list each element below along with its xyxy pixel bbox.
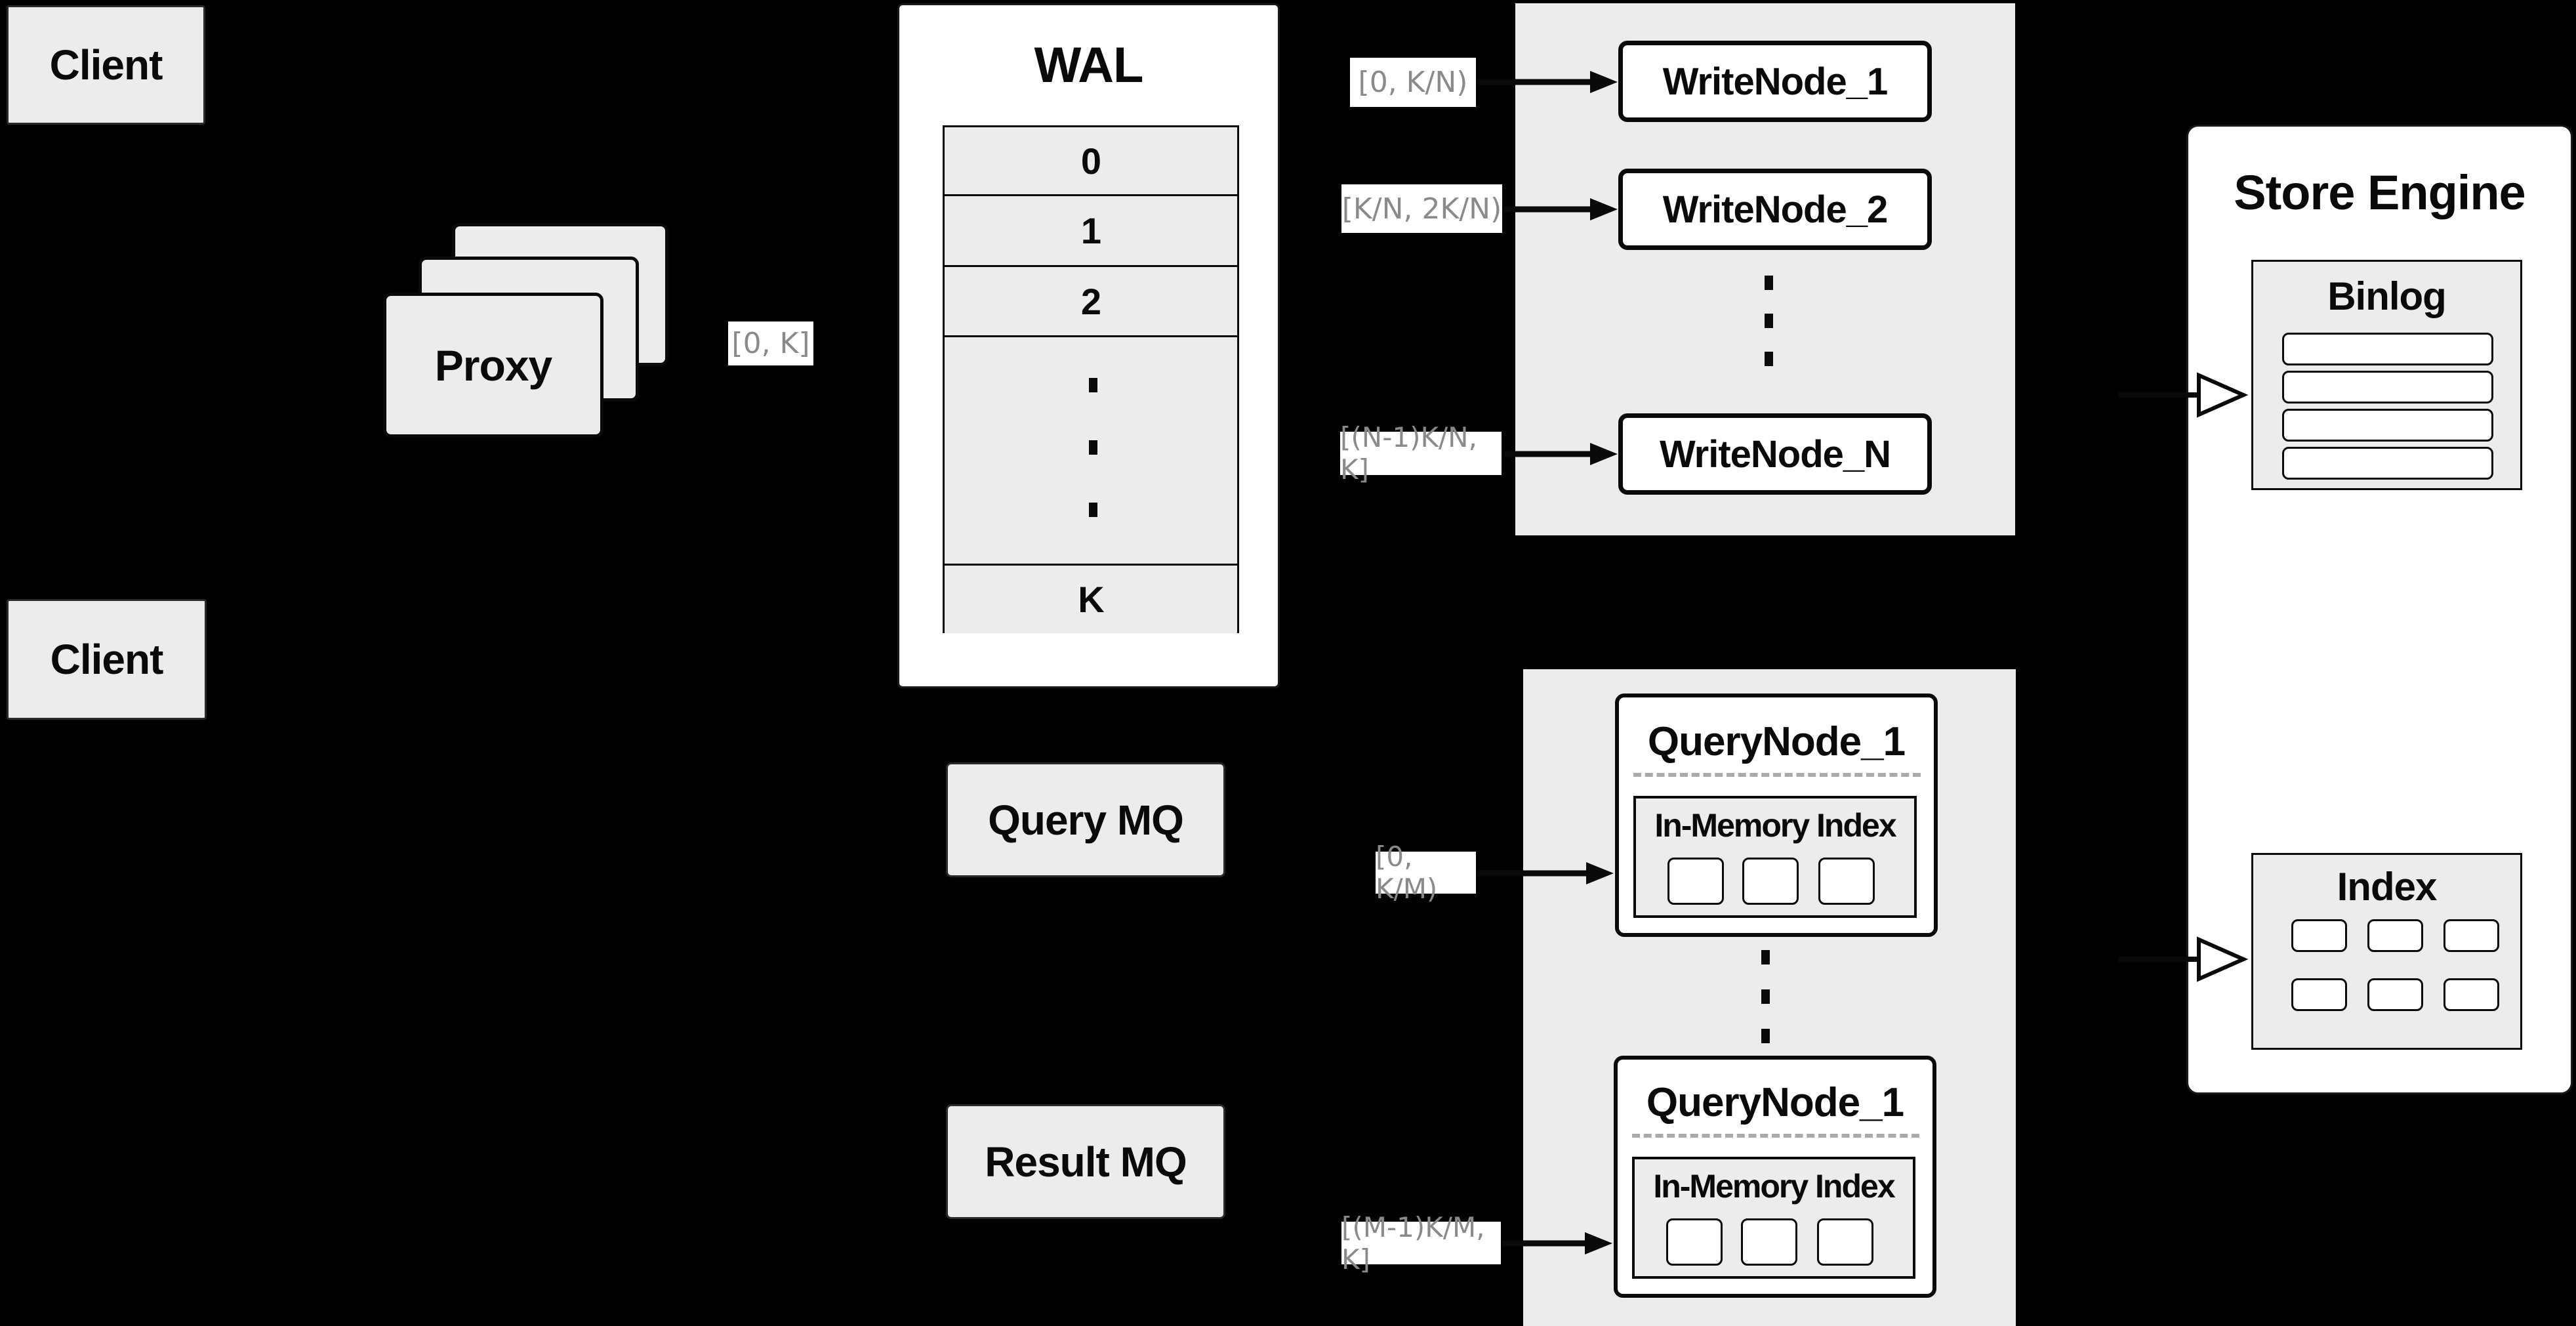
wal-row-1: 1 bbox=[945, 196, 1237, 267]
memory-segment bbox=[1817, 1218, 1873, 1266]
index-cell bbox=[2443, 919, 2499, 952]
store-engine-title: Store Engine bbox=[2234, 165, 2525, 220]
range-label-proxy: [0, K] bbox=[728, 321, 813, 365]
index-title: Index bbox=[2337, 865, 2438, 909]
arrow-to-binlog bbox=[2119, 372, 2249, 418]
in-memory-index-2-title: In-Memory Index bbox=[1653, 1168, 1895, 1205]
memory-segment bbox=[1666, 1218, 1723, 1266]
index-cell bbox=[2291, 919, 2347, 952]
wal-row-2: 2 bbox=[945, 267, 1237, 337]
index-cell bbox=[2443, 978, 2499, 1011]
client-box-top: Client bbox=[7, 5, 205, 125]
write-node-n: WriteNode_N bbox=[1618, 413, 1932, 495]
index-cell bbox=[2291, 978, 2347, 1011]
memory-segment bbox=[1742, 858, 1799, 905]
client-box-bottom: Client bbox=[7, 599, 207, 720]
range-label-query1: [0, K/M) bbox=[1376, 840, 1476, 905]
wal-dot bbox=[1089, 378, 1097, 392]
binlog-row bbox=[2282, 333, 2493, 365]
in-memory-index-1-title: In-Memory Index bbox=[1654, 807, 1896, 844]
result-mq-box: Result MQ bbox=[946, 1104, 1225, 1219]
query-node-2: QueryNode_1 In-Memory Index bbox=[1614, 1056, 1936, 1298]
range-label-write1: [0, K/N) bbox=[1350, 58, 1476, 107]
proxy-label: Proxy bbox=[434, 341, 552, 390]
wal-row-ellipsis bbox=[945, 337, 1237, 566]
binlog-box: Binlog bbox=[2251, 260, 2522, 490]
wal-row-0: 0 bbox=[945, 127, 1237, 196]
write-node-2: WriteNode_2 bbox=[1618, 169, 1932, 250]
client-top-label: Client bbox=[49, 41, 163, 89]
query-ellipsis-dot bbox=[1761, 1029, 1770, 1043]
index-box: Index bbox=[2251, 853, 2522, 1050]
write-ellipsis-dot bbox=[1765, 352, 1773, 366]
client-bottom-label: Client bbox=[50, 636, 164, 683]
binlog-row bbox=[2282, 371, 2493, 404]
binlog-title: Binlog bbox=[2327, 274, 2447, 318]
index-cell bbox=[2367, 978, 2423, 1011]
arrow-to-writenode-n bbox=[1505, 443, 1618, 465]
store-engine-box: Store Engine Binlog Index bbox=[2186, 125, 2573, 1094]
write-ellipsis-dot bbox=[1765, 276, 1773, 290]
wal-title: WAL bbox=[1034, 37, 1144, 93]
arrow-to-writenode-1 bbox=[1477, 71, 1618, 93]
wal-box: WAL 0 1 2 K bbox=[897, 3, 1280, 688]
query-ellipsis-dot bbox=[1761, 950, 1770, 964]
query-node-1-title: QueryNode_1 bbox=[1647, 719, 1906, 764]
memory-segment bbox=[1818, 858, 1875, 905]
range-label-write2: [K/N, 2K/N) bbox=[1341, 184, 1502, 233]
in-memory-index-2: In-Memory Index bbox=[1632, 1157, 1915, 1279]
result-mq-label: Result MQ bbox=[985, 1138, 1187, 1186]
wal-dot bbox=[1089, 440, 1097, 455]
memory-segment bbox=[1741, 1218, 1797, 1266]
write-ellipsis-dot bbox=[1765, 314, 1773, 328]
index-cell bbox=[2367, 919, 2423, 952]
proxy-card-front: Proxy bbox=[383, 293, 603, 438]
query-node-2-title: QueryNode_1 bbox=[1646, 1080, 1904, 1125]
arrow-to-index bbox=[2119, 936, 2249, 982]
range-label-queryM: [(M-1)K/M, K] bbox=[1341, 1211, 1501, 1275]
wal-table: 0 1 2 K bbox=[943, 125, 1239, 633]
arrow-to-querynode-1 bbox=[1477, 862, 1614, 884]
query-mq-label: Query MQ bbox=[988, 796, 1184, 844]
arrow-to-writenode-2 bbox=[1503, 198, 1618, 220]
wal-row-k: K bbox=[945, 566, 1237, 633]
dashed-separator bbox=[1632, 1134, 1919, 1138]
wal-dot bbox=[1089, 503, 1097, 517]
arrow-to-querynode-2 bbox=[1502, 1232, 1612, 1254]
write-node-1: WriteNode_1 bbox=[1618, 41, 1932, 122]
dashed-separator bbox=[1633, 773, 1921, 777]
query-mq-box: Query MQ bbox=[946, 762, 1225, 877]
query-node-1: QueryNode_1 In-Memory Index bbox=[1615, 694, 1938, 937]
in-memory-index-1: In-Memory Index bbox=[1633, 796, 1917, 918]
binlog-row bbox=[2282, 447, 2493, 480]
range-label-writeN: [(N-1)K/N, K] bbox=[1340, 421, 1502, 486]
query-ellipsis-dot bbox=[1761, 989, 1770, 1004]
memory-segment bbox=[1667, 858, 1724, 905]
binlog-row bbox=[2282, 409, 2493, 442]
